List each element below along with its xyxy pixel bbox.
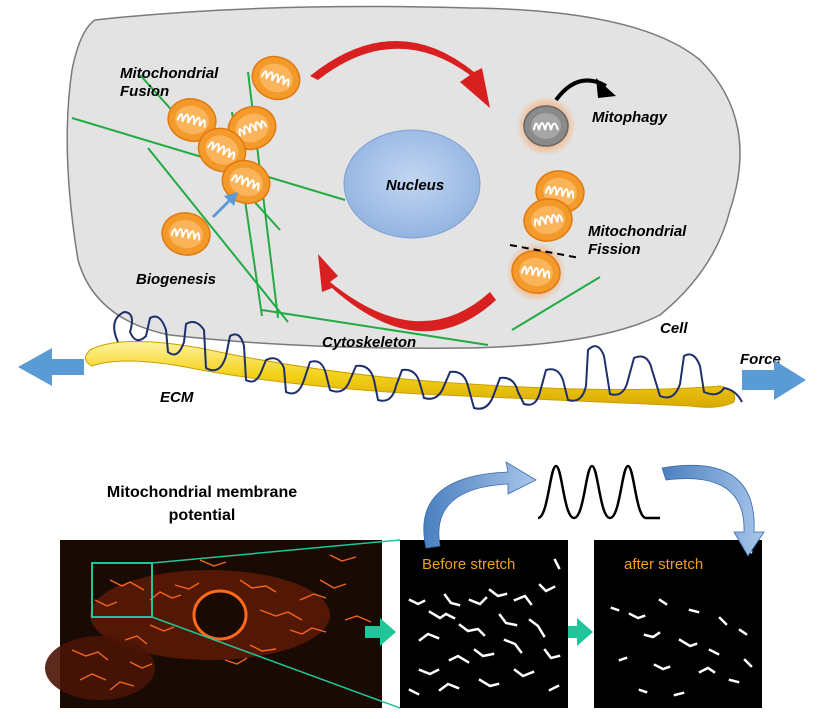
fusion-label-line1: Mitochondrial <box>120 65 219 82</box>
fluorescence-nucleus <box>192 589 248 641</box>
membrane-title-line2: potential <box>169 507 236 524</box>
force-arrow-right <box>742 360 806 400</box>
force-label: Force <box>740 351 781 368</box>
mitophagy-label: Mitophagy <box>592 109 668 126</box>
membrane-attachment-trace <box>113 310 743 410</box>
mitophagy-mitochondrion <box>523 105 569 147</box>
cycle-arrow-top <box>310 40 490 108</box>
fission-label-line2: Fission <box>588 241 641 258</box>
zoom-box <box>91 562 153 618</box>
stretch-arrow-1 <box>365 618 396 646</box>
ecm-fiber <box>85 340 736 408</box>
curved-arrow-left <box>423 461 537 549</box>
after-stretch-panel: after stretch <box>594 540 762 708</box>
nucleus-label: Nucleus <box>386 177 444 194</box>
fission-mitochondria <box>506 166 589 302</box>
biogenesis-arrow <box>212 192 238 218</box>
fusion-label-line2: Fusion <box>120 83 169 100</box>
oscillation-wave <box>537 464 660 520</box>
cell-label: Cell <box>660 320 688 337</box>
fission-label-line1: Mitochondrial <box>588 223 687 240</box>
cytoskeleton-label: Cytoskeleton <box>322 334 416 351</box>
biogenesis-label: Biogenesis <box>136 271 216 288</box>
ecm-label: ECM <box>160 389 194 406</box>
before-stretch-label: Before stretch <box>422 556 515 573</box>
force-arrow-left <box>18 348 84 386</box>
membrane-title-line1: Mitochondrial membrane <box>107 484 297 501</box>
before-stretch-panel: Before stretch <box>400 540 568 708</box>
after-stretch-label: after stretch <box>624 556 703 573</box>
fluorescence-image <box>45 539 401 709</box>
nucleus <box>343 129 481 239</box>
curved-arrow-right <box>661 464 765 557</box>
stretch-arrow-2 <box>562 618 593 646</box>
